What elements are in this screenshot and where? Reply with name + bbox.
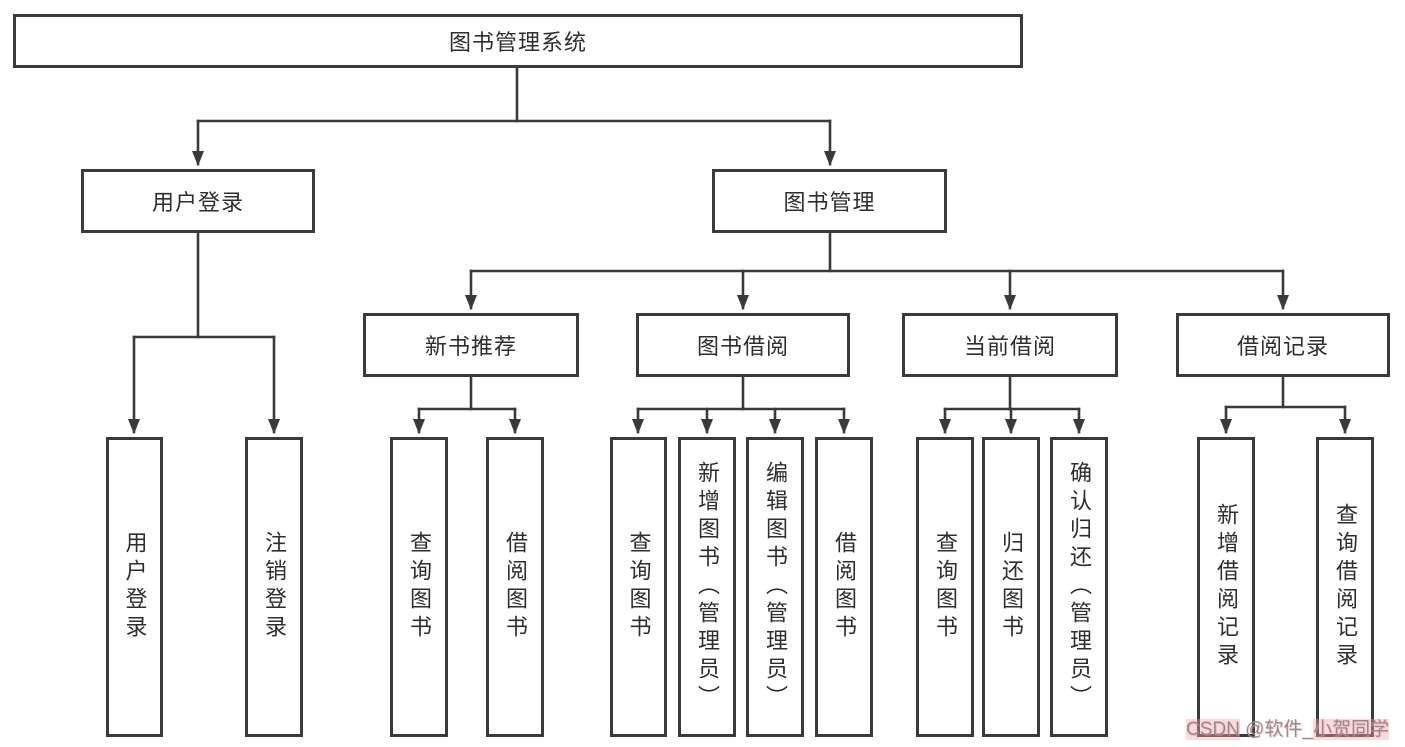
leaf-add-borrow-record: 新增借阅记录 [1197, 437, 1255, 737]
leaf-edit-book-admin: 编辑图书（管理员） [746, 437, 804, 737]
leaf-label: 查询图书 [407, 531, 432, 643]
watermark-handle: @软件_ [1239, 719, 1313, 740]
leaf-query-book-borrow: 查询图书 [610, 437, 667, 737]
node-user-login: 用户登录 [81, 169, 315, 233]
leaf-logout: 注销登录 [245, 437, 303, 737]
leaf-user-login: 用户登录 [106, 437, 163, 737]
edges-root-to-level2 [192, 66, 836, 166]
edges-book-borrow-children [632, 375, 850, 434]
leaf-query-borrow-record: 查询借阅记录 [1316, 437, 1374, 737]
node-label: 图书管理系统 [448, 30, 587, 55]
leaf-label: 编辑图书（管理员） [763, 461, 788, 713]
leaf-label: 查询借阅记录 [1333, 503, 1358, 671]
node-borrow-record: 借阅记录 [1176, 313, 1390, 377]
leaf-label: 归还图书 [999, 531, 1024, 643]
leaf-label: 新增借阅记录 [1214, 503, 1239, 671]
node-label: 新书推荐 [424, 334, 517, 359]
leaf-confirm-return-admin: 确认归还（管理员） [1050, 437, 1108, 737]
node-label: 图书管理 [783, 190, 876, 215]
leaf-borrow-book-recommend: 借阅图书 [486, 437, 544, 737]
edges-new-book-recommend-children [413, 375, 521, 434]
node-label: 用户登录 [151, 190, 244, 215]
leaf-add-book-admin: 新增图书（管理员） [678, 437, 736, 737]
node-new-book-recommend: 新书推荐 [363, 313, 579, 377]
leaf-label: 借阅图书 [832, 531, 857, 643]
leaf-return-book: 归还图书 [982, 437, 1040, 737]
leaf-label: 借阅图书 [503, 531, 528, 643]
leaf-query-book-current: 查询图书 [916, 437, 974, 737]
node-current-borrow: 当前借阅 [902, 313, 1118, 377]
leaf-label: 用户登录 [122, 531, 148, 643]
watermark-brand: CSDN [1186, 719, 1240, 740]
watermark: CSDN @软件_小贺同学 [1186, 714, 1389, 741]
edges-book-management-children [465, 231, 1289, 310]
leaf-label: 查询图书 [626, 531, 652, 643]
leaf-query-book-recommend: 查询图书 [390, 437, 448, 737]
edges-current-borrow-children [939, 375, 1085, 434]
edges-borrow-record-children [1220, 375, 1351, 434]
node-book-borrow: 图书借阅 [636, 313, 850, 377]
leaf-label: 注销登录 [262, 531, 287, 643]
node-label: 借阅记录 [1236, 334, 1329, 359]
node-label: 图书借阅 [696, 334, 789, 359]
leaf-label: 新增图书（管理员） [695, 461, 720, 713]
node-root: 图书管理系统 [13, 14, 1023, 68]
leaf-borrow-book: 借阅图书 [815, 437, 873, 737]
edges-user-login-children [128, 231, 280, 434]
node-book-management: 图书管理 [712, 169, 947, 233]
watermark-name: 小贺同学 [1312, 719, 1389, 740]
node-label: 当前借阅 [963, 334, 1056, 359]
leaf-label: 确认归还（管理员） [1067, 461, 1092, 713]
leaf-label: 查询图书 [933, 531, 958, 643]
